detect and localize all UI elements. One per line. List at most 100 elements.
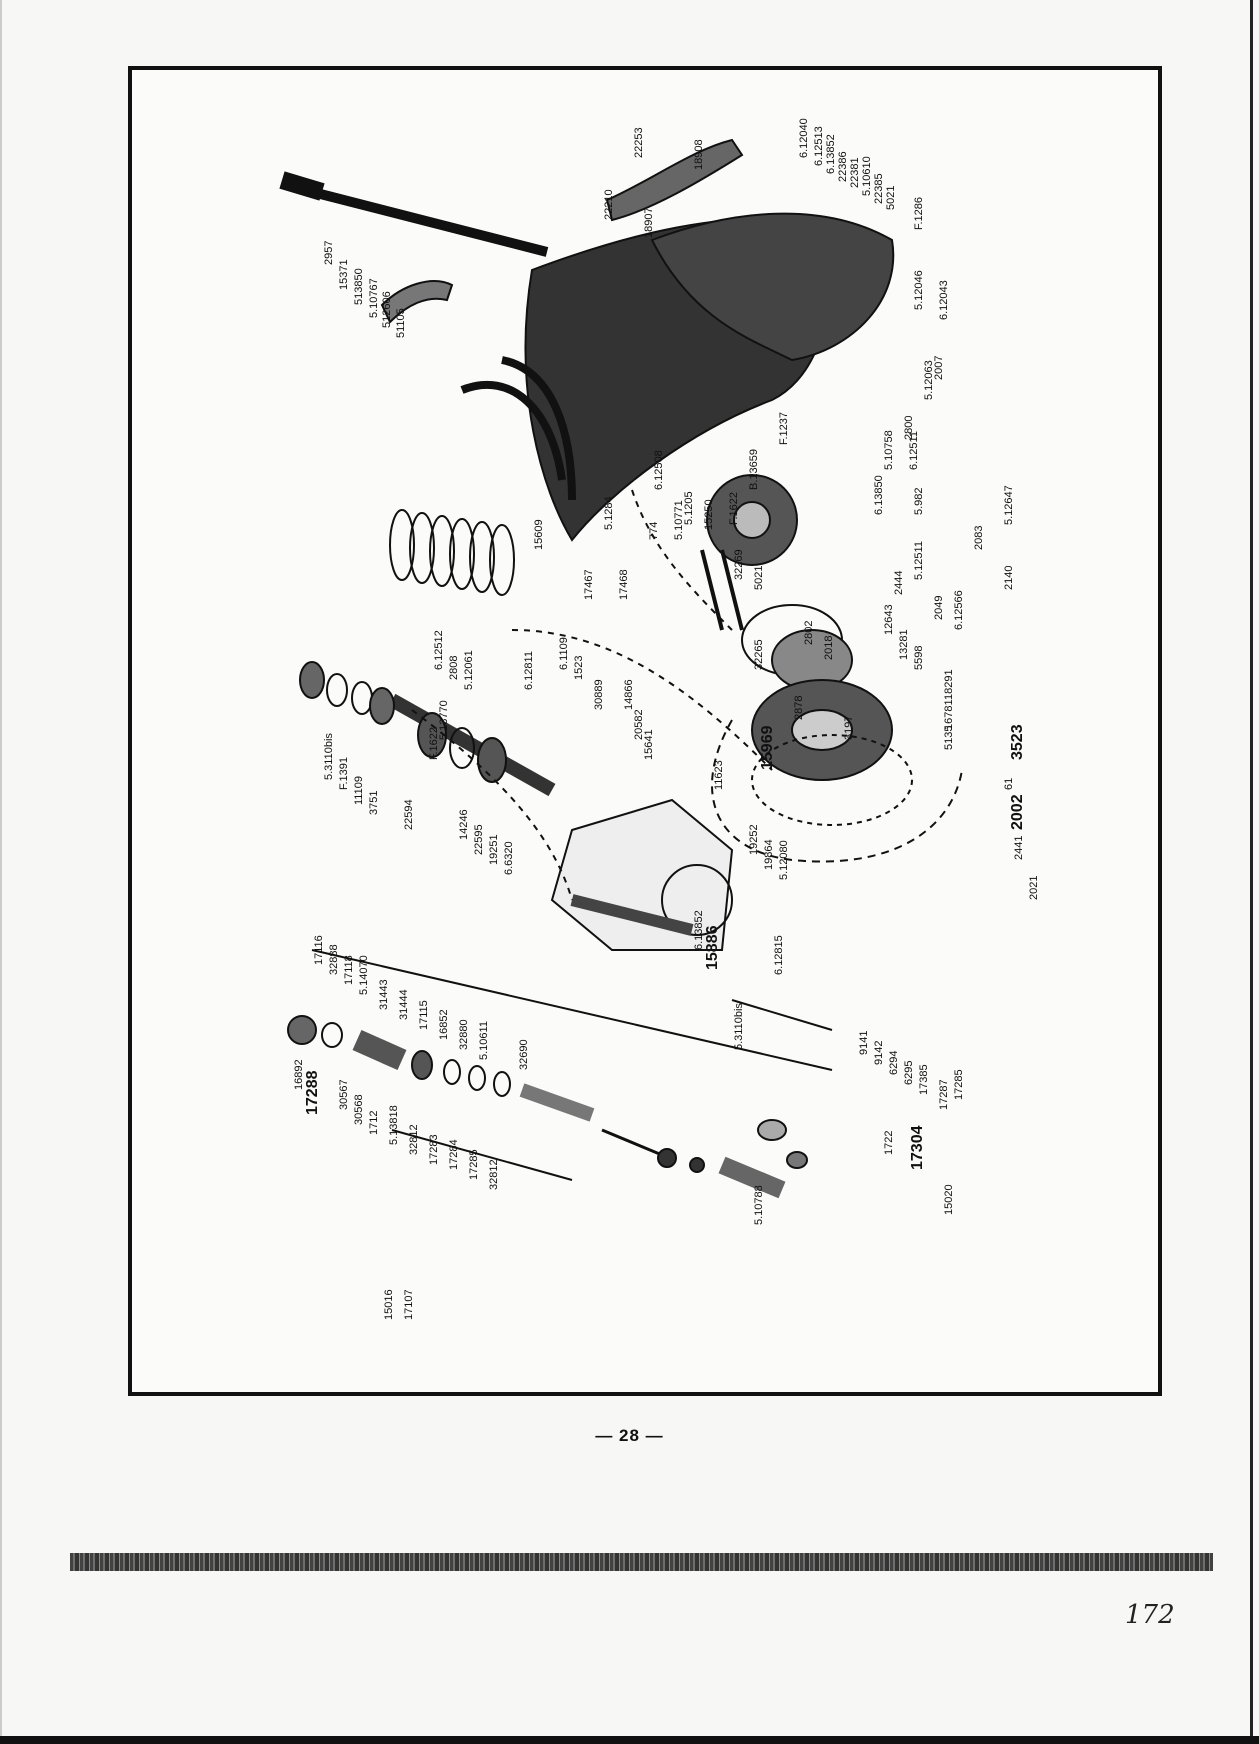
part-number-label: 2021 xyxy=(1028,876,1040,900)
part-number-label: 5.10758 xyxy=(883,430,895,470)
part-number-label: 5.13770 xyxy=(438,700,450,740)
part-number-label: 12643 xyxy=(883,604,895,635)
part-number-label: 18907 xyxy=(643,207,655,238)
part-number-label: 19864 xyxy=(763,839,775,870)
pin-shape xyxy=(519,1083,595,1122)
part-number-label: 5021 xyxy=(753,566,765,590)
part-number-label: 11109 xyxy=(353,776,365,805)
scan-edge-bottom xyxy=(0,1736,1259,1744)
part-number-label: 3523 xyxy=(1009,724,1026,760)
part-number-label: 6.6320 xyxy=(503,841,515,875)
part-number-label: 5.3110bis xyxy=(733,1003,745,1050)
part-number-label: 16892 xyxy=(293,1059,305,1090)
part-number-label: 5.12063 xyxy=(923,360,935,400)
part-number-label: 22386 xyxy=(837,151,849,182)
part-number-label: 15641 xyxy=(643,729,655,760)
part-number-label: 19252 xyxy=(748,824,760,855)
part-number-label: 6295 xyxy=(903,1061,915,1085)
part-number-label: 2083 xyxy=(973,526,985,550)
part-number-label: 32265 xyxy=(753,639,765,670)
part-number-label: 17118 xyxy=(343,955,355,985)
housing-boss-shape xyxy=(661,864,733,936)
part-number-label: 31443 xyxy=(378,979,390,1010)
part-number-label: 17285 xyxy=(953,1069,965,1100)
part-number-label: 2957 xyxy=(323,241,335,265)
part-number-label: 6.12513 xyxy=(813,126,825,166)
part-number-label: 512606 xyxy=(381,291,393,328)
part-number-label: 17287 xyxy=(938,1079,950,1110)
part-number-label: 32880 xyxy=(458,1019,470,1050)
part-number-label: F.1622 xyxy=(428,727,440,760)
part-number-label: 5598 xyxy=(913,646,925,670)
part-number-label: 30567 xyxy=(338,1079,350,1110)
part-number-label: 5.10788 xyxy=(753,1185,765,1225)
part-number-label: 15609 xyxy=(533,519,545,550)
part-number-label: 2140 xyxy=(1003,566,1015,590)
part-number-label: 5.1284 xyxy=(603,496,615,530)
part-number-label: 2444 xyxy=(893,571,905,595)
part-number-label: 1712 xyxy=(368,1111,380,1135)
part-number-label: 5.13818 xyxy=(388,1105,400,1145)
part-number-label: 30889 xyxy=(593,679,605,710)
part-number-label: 6.12566 xyxy=(953,590,965,630)
part-number-label: 18908 xyxy=(693,139,705,170)
leaf-spring-2-shape xyxy=(501,356,576,501)
part-number-label: 5021 xyxy=(885,186,897,210)
part-number-label: 32888 xyxy=(328,944,340,975)
part-number-label: 5.10767 xyxy=(368,278,380,318)
part-number-label: 2800 xyxy=(903,416,915,440)
part-number-label: 6.12511 xyxy=(908,431,920,470)
part-number-label: 2018 xyxy=(823,636,835,660)
part-number-label: 5.10611 xyxy=(478,1021,490,1060)
part-number-label: 18291 xyxy=(943,669,955,700)
axle-tube-shape xyxy=(388,693,556,797)
part-number-label: F.1237 xyxy=(778,412,790,445)
shaft-1-shape xyxy=(700,549,724,631)
part-number-label: 5.12080 xyxy=(778,840,790,880)
scan-artifact-band xyxy=(70,1553,1213,1571)
part-number-label: 6.12512 xyxy=(433,630,445,670)
part-number-label: 14246 xyxy=(458,809,470,840)
part-number-label: 5.14070 xyxy=(358,955,370,995)
part-number-label: 3751 xyxy=(368,791,380,815)
part-number-label: 6.1109 xyxy=(558,637,570,670)
part-number-label: 14866 xyxy=(623,679,635,710)
part-number-label: 17468 xyxy=(618,569,630,600)
part-number-label: 5.3110bis xyxy=(323,733,335,780)
part-number-label: 22381 xyxy=(849,157,861,188)
scan-edge-right xyxy=(1250,0,1253,1744)
leaf-spring-1-shape xyxy=(460,381,566,481)
part-number-label: 6.12815 xyxy=(773,935,785,975)
part-number-label: F.1391 xyxy=(338,757,350,790)
part-number-label: 15969 xyxy=(759,725,776,770)
bracket-shape xyxy=(380,280,454,324)
part-number-label: 2808 xyxy=(448,656,460,680)
scan-edge-left xyxy=(0,0,2,1744)
part-number-label: 22210 xyxy=(603,189,615,220)
part-number-label: 30568 xyxy=(353,1094,365,1125)
part-number-label: 32690 xyxy=(518,1039,530,1070)
housing-shape xyxy=(550,798,734,951)
part-number-label: 1722 xyxy=(883,1131,895,1155)
part-number-label: 17107 xyxy=(403,1289,415,1320)
part-number-label: 16852 xyxy=(438,1009,450,1040)
part-number-label: 5.982 xyxy=(913,487,925,515)
part-number-label: 6.13852 xyxy=(693,910,705,950)
part-number-label: 513850 xyxy=(353,268,365,305)
part-number-label: 11623 xyxy=(713,760,725,790)
lever-shape xyxy=(718,1156,786,1199)
part-number-label: 17304 xyxy=(909,1125,926,1170)
part-number-label: 19251 xyxy=(488,834,500,865)
part-number-label: F.1622 xyxy=(728,492,740,525)
page-number: — 28 — xyxy=(595,1426,664,1445)
part-number-label: 1523 xyxy=(573,656,585,680)
part-number-label: 61 xyxy=(1003,778,1015,790)
housing-bar-shape xyxy=(570,894,694,936)
part-number-label: 6.12508 xyxy=(653,450,665,490)
group-bracket-right-shape xyxy=(731,999,833,1031)
part-number-label: 15886 xyxy=(704,925,721,970)
part-number-label: 9141 xyxy=(858,1031,870,1055)
part-number-label: 2802 xyxy=(803,621,815,645)
part-number-label: 17285 xyxy=(468,1149,480,1180)
group-bracket-bottom-shape xyxy=(391,1129,573,1181)
